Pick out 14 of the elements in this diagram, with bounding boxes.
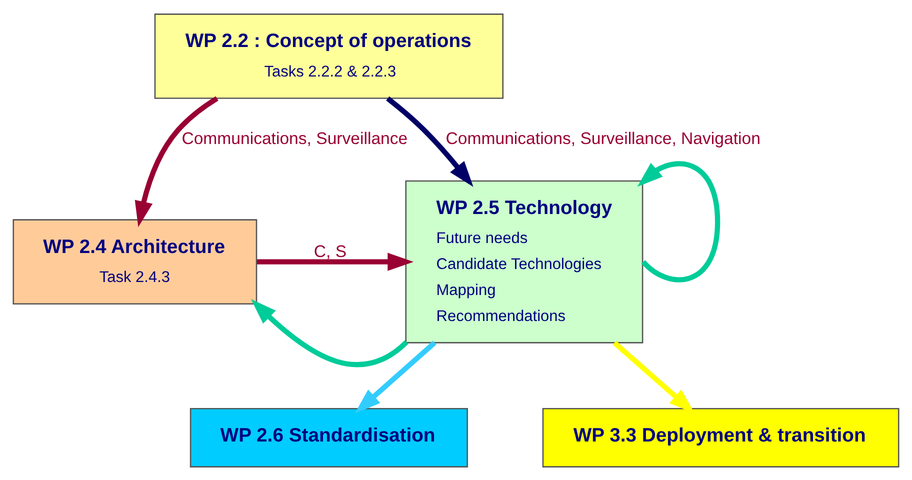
arrow [250,298,408,367]
node-box: WP 3.3 Deployment & transition [542,407,900,467]
node-box: WP 2.6 Standardisation [190,407,468,467]
edge-label: C, S [314,242,347,261]
node-box: WP 2.5 Technology Future needs Candidate Technologies Mapping Recommendations [405,180,644,343]
node-box: WP 2.4 Architecture Task 2.4.3 [12,218,258,304]
node-box: WP 2.2 : Concept of operations Tasks 2.2.2 & 2.2.3 [154,13,504,98]
arrow [637,160,720,282]
arrow [257,252,414,270]
arrow [386,96,474,186]
edge-label: Communications, Surveillance, Navigation [446,128,760,148]
edge-label: Communications, Surveillance [182,128,408,148]
arrow [354,340,436,413]
arrow [134,96,218,227]
